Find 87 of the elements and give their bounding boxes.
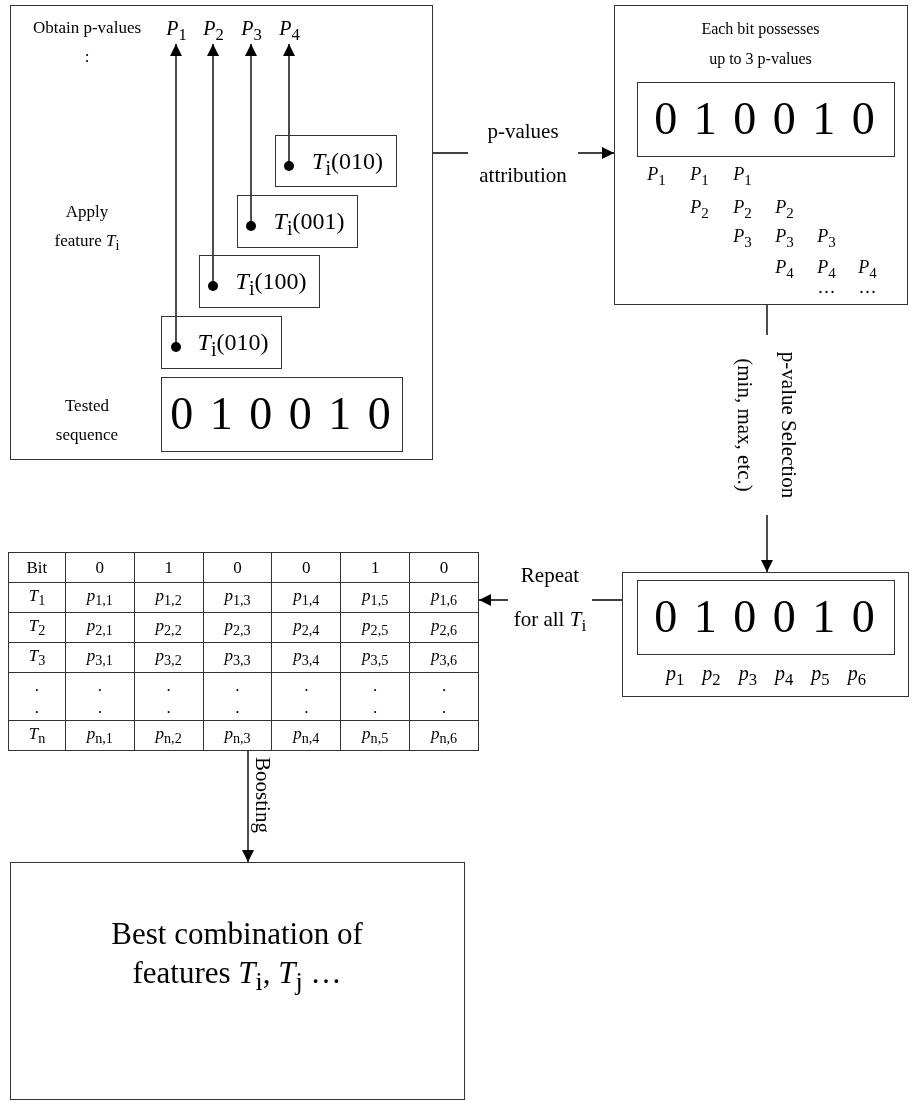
table-cell: . .: [409, 672, 479, 721]
feature-box: [274, 134, 397, 187]
table-cell: p$_{n,1}$: [65, 720, 135, 751]
table-cell: T$_{3}$: [8, 642, 66, 673]
p-value-label: P$_{3}$: [732, 226, 753, 250]
table-cell: . .: [203, 672, 272, 721]
dot-arrow: [170, 43, 182, 352]
table-cell: p$_{n,4}$: [271, 720, 341, 751]
table-cell: p$_{n,2}$: [134, 720, 204, 751]
feature-box: [236, 194, 358, 248]
dot-arrow: [207, 43, 219, 291]
table-cell: p$_{2,6}$: [409, 612, 479, 643]
feature-box: [198, 254, 320, 308]
bit-sequence-box: [636, 579, 895, 655]
p-value-label: P$_{3}$: [774, 226, 795, 250]
table-cell: p$_{1,6}$: [409, 582, 479, 613]
header-cell: 0: [409, 552, 479, 583]
result-text: Best combination of features T$_{i}$, T$_{j}$ …: [110, 915, 364, 998]
table-cell: . .: [134, 672, 204, 721]
p-value-table: [8, 552, 479, 751]
p-value-label: P$_{1}$: [646, 164, 667, 188]
edge-label: Boosting: [251, 756, 275, 835]
result-box: [10, 862, 465, 1100]
header-cell: 0: [271, 552, 341, 583]
feature-label: T$_{i}$(010): [196, 327, 270, 362]
panel-box: [622, 572, 909, 697]
table-cell: p$_{1,4}$: [271, 582, 341, 613]
feature-label: T$_{i}$(001): [272, 206, 346, 241]
p-value-label: P$_{1}$: [732, 164, 753, 188]
table-cell: p$_{2,3}$: [203, 612, 272, 643]
table-cell: p$_{2,4}$: [271, 612, 341, 643]
p-value-label: P$_{2}$: [202, 15, 225, 46]
table-cell: T$_{n}$: [8, 720, 66, 751]
arrow: [242, 749, 254, 863]
header-cell: 0: [65, 552, 135, 583]
table-cell: p$_{n,6}$: [409, 720, 479, 751]
table-cell: p$_{3,5}$: [340, 642, 410, 673]
panel-box: [614, 5, 908, 305]
p-value-label: P$_{3}$: [816, 226, 837, 250]
p-value-label: P$_{2}$: [732, 197, 753, 221]
header-cell: 1: [134, 552, 204, 583]
p-value-label: P$_{2}$: [689, 197, 710, 221]
table-cell: p$_{3,2}$: [134, 642, 204, 673]
table-cell: p$_{1,5}$: [340, 582, 410, 613]
panel-heading: Each bit possesses up to 3 p-values: [700, 19, 821, 70]
table-cell: p$_{2,5}$: [340, 612, 410, 643]
panel-box: [10, 5, 433, 460]
table-cell: p$_{3,3}$: [203, 642, 272, 673]
bit-sequence: 0 1 0 0 1 0: [653, 589, 876, 644]
table-cell: p$_{n,5}$: [340, 720, 410, 751]
table-cell: p$_{1,1}$: [65, 582, 135, 613]
table-cell: . .: [340, 672, 410, 721]
table-cell: p$_{3,1}$: [65, 642, 135, 673]
dot-arrow: [245, 43, 257, 231]
step-label: Apply feature T$_{i}$: [53, 201, 121, 256]
feature-label: T$_{i}$(100): [234, 266, 308, 301]
header-cell: 0: [203, 552, 272, 583]
p-value-label: P$_{3}$: [240, 15, 263, 46]
bit-sequence-box: [636, 81, 895, 157]
table-cell: . .: [8, 672, 66, 721]
dot-arrow: [283, 43, 295, 171]
p-value-label: P$_{4}$: [278, 15, 301, 46]
table-cell: p$_{3,4}$: [271, 642, 341, 673]
feature-box: [160, 315, 282, 369]
table-cell: T$_{1}$: [8, 582, 66, 613]
p-value-row-text: p$_{1}$ p$_{2}$ p$_{3}$ p$_{4}$ p$_{5}$ p$_{6}$: [664, 661, 867, 691]
table-cell: p$_{1,3}$: [203, 582, 272, 613]
table-cell: p$_{n,3}$: [203, 720, 272, 751]
header-cell: Bit: [8, 552, 66, 583]
feature-label: T$_{i}$(010): [311, 146, 384, 181]
table-cell: p$_{2,2}$: [134, 612, 204, 643]
table-cell: . .: [65, 672, 135, 721]
table-cell: p$_{1,2}$: [134, 582, 204, 613]
table-cell: T$_{2}$: [8, 612, 66, 643]
p-value-label: P$_{1}$: [689, 164, 710, 188]
table-cell: . .: [271, 672, 341, 721]
table-cell: p$_{3,6}$: [409, 642, 479, 673]
p-value-label: P$_{1}$: [165, 15, 188, 46]
bit-sequence: 0 1 0 0 1 0: [653, 91, 876, 146]
bit-sequence-box: [160, 376, 403, 452]
step-label: Tested sequence: [54, 395, 120, 446]
header-cell: 1: [340, 552, 410, 583]
p-value-label: P$_{2}$: [774, 197, 795, 221]
table-cell: p$_{2,1}$: [65, 612, 135, 643]
bit-sequence: 0 1 0 0 1 0: [169, 386, 392, 441]
step-label: Obtain p-values :: [31, 17, 143, 68]
p-value-label: P$_{4}$: [774, 257, 795, 281]
